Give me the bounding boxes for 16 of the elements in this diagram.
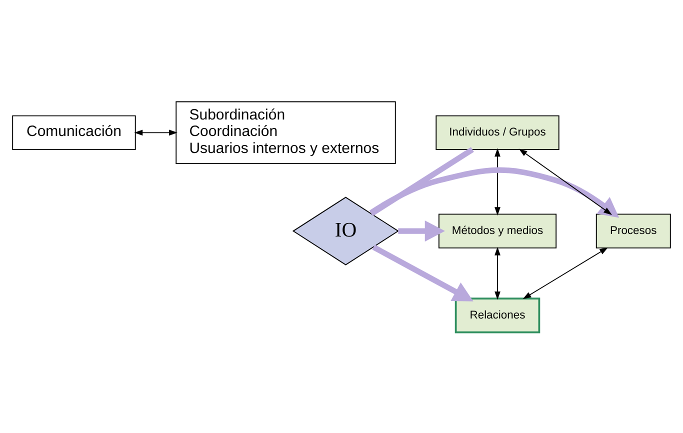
node-box: Relaciones [454,297,540,333]
node-box: Procesos [596,213,671,248]
connector [370,146,474,216]
arrow [369,166,620,218]
arrow [134,129,178,136]
node-box: Individuos / Grupos [436,114,560,150]
arrow [494,246,500,300]
arrow [398,220,445,242]
arrow [522,246,608,299]
node-box: Métodos y medios [438,213,557,248]
node-diamond: IO [292,196,400,265]
node-box: Comunicación [12,114,136,150]
node-box: Subordinación Coordinación Usuarios internos y externos [176,100,396,164]
arrow [518,148,612,214]
arrow [372,244,474,301]
arrow [494,148,500,216]
